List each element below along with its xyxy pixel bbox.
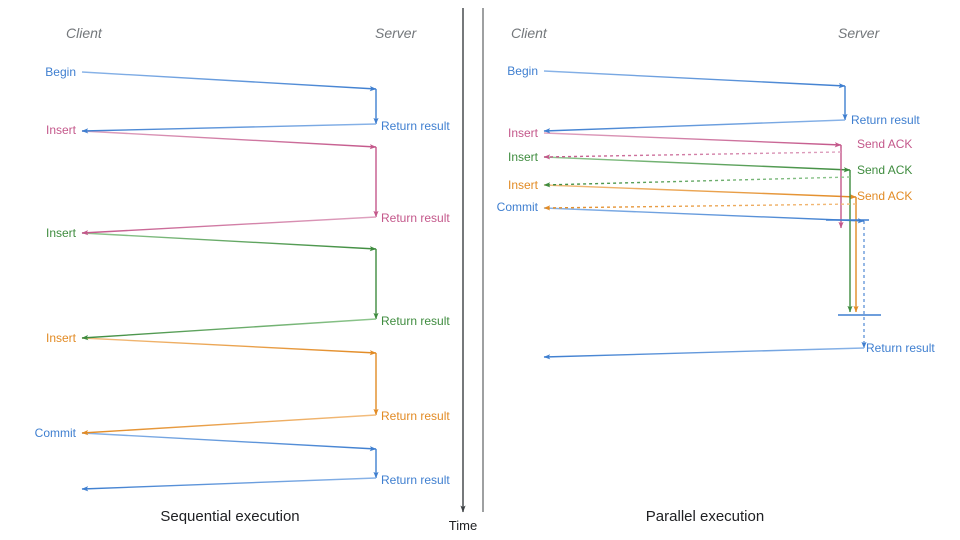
- response-insert-1: [81, 216, 377, 236]
- response-commit: [81, 477, 377, 492]
- time-axis-label: Time: [449, 518, 477, 533]
- label-insert-1: Insert: [508, 126, 539, 140]
- label-commit: Commit: [497, 200, 539, 214]
- label-return-result-1: Return result: [381, 119, 450, 133]
- ack-insert-1: [543, 151, 842, 160]
- label-send-ack-3: Send ACK: [857, 189, 912, 203]
- label-insert-2: Insert: [46, 226, 77, 240]
- client-lane-header: Client: [511, 25, 548, 41]
- response-commit: [543, 347, 865, 360]
- label-send-ack-1: Send ACK: [857, 137, 912, 151]
- label-return-result-2: Return result: [381, 211, 450, 225]
- label-commit: Commit: [35, 426, 77, 440]
- request-insert-1: [543, 132, 842, 148]
- request-insert-2: [543, 156, 851, 173]
- request-begin: [543, 70, 846, 89]
- label-insert-3: Insert: [508, 178, 539, 192]
- request-commit: [81, 432, 377, 452]
- response-begin: [543, 119, 846, 134]
- server-lane-header: Server: [375, 25, 418, 41]
- panel-caption-parallel: Parallel execution: [646, 508, 764, 525]
- response-begin: [81, 123, 377, 134]
- request-insert-3: [543, 184, 857, 200]
- label-begin: Begin: [45, 65, 76, 79]
- request-insert-3: [81, 337, 377, 356]
- label-send-ack-2: Send ACK: [857, 163, 912, 177]
- label-return-result-2: Return result: [866, 341, 935, 355]
- panel-caption-sequential: Sequential execution: [160, 508, 299, 525]
- request-insert-2: [81, 232, 377, 252]
- label-return-result-5: Return result: [381, 473, 450, 487]
- label-return-result-1: Return result: [851, 113, 920, 127]
- request-insert-1: [81, 130, 377, 150]
- label-insert-3: Insert: [46, 331, 77, 345]
- label-begin: Begin: [507, 64, 538, 78]
- server-lane-header: Server: [838, 25, 881, 41]
- response-insert-3: [81, 414, 377, 436]
- response-insert-2: [81, 318, 377, 341]
- label-insert-1: Insert: [46, 123, 77, 137]
- ack-insert-3: [543, 203, 857, 211]
- ack-insert-2: [543, 176, 851, 188]
- label-insert-2: Insert: [508, 150, 539, 164]
- request-begin: [81, 71, 377, 92]
- label-return-result-3: Return result: [381, 314, 450, 328]
- request-commit: [543, 207, 865, 224]
- client-lane-header: Client: [66, 25, 103, 41]
- label-return-result-4: Return result: [381, 409, 450, 423]
